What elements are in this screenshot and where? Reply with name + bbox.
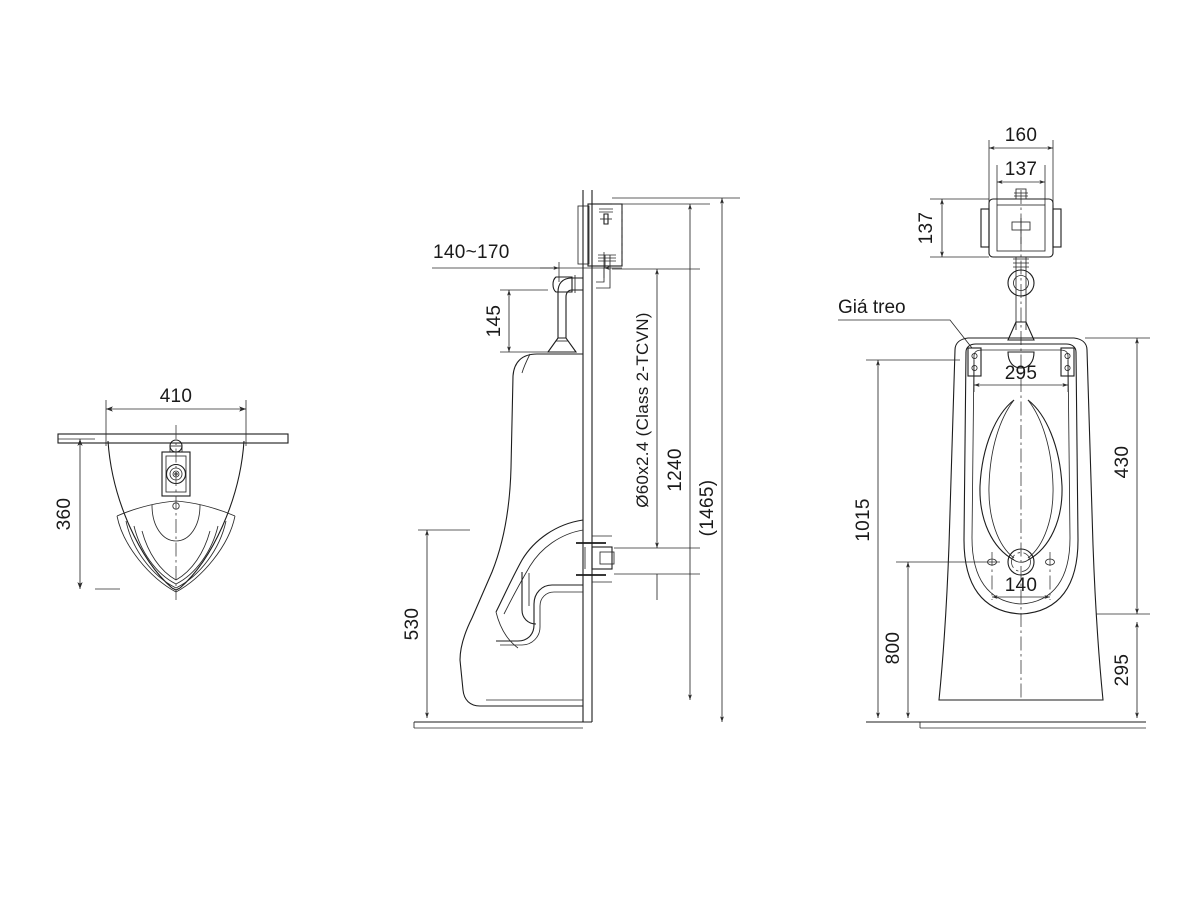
side-outlet-fitting — [576, 535, 615, 583]
dim-front-bowl-top-height: 1015 — [853, 359, 960, 719]
view-side: 140~170 145 Ø60x2.4 (Class 2-TCVN) 1240 — [402, 190, 740, 729]
dim-label-140-170: 140~170 — [433, 242, 510, 263]
dim-label-295-spacing: 295 — [1005, 363, 1038, 384]
front-flush-valve — [980, 188, 1062, 258]
dim-side-spout-height: 145 — [484, 289, 548, 353]
dim-label-145: 145 — [484, 305, 505, 338]
dim-label-530: 530 — [402, 608, 423, 641]
dim-front-bolt-spacing: 140 — [991, 575, 1051, 599]
dim-label-1240: 1240 — [665, 448, 686, 491]
dim-label-1465: (1465) — [697, 480, 718, 537]
front-hanger-callout: Giá treo — [838, 297, 973, 349]
view-front: Giá treo 160 137 137 295 — [838, 125, 1150, 729]
dim-label-137-h: 137 — [1005, 159, 1038, 180]
view-top: 410 360 — [54, 386, 289, 600]
dim-label-160: 160 — [1005, 125, 1038, 146]
dim-front-bottom-height: 295 — [1112, 621, 1139, 719]
dim-front-outlet-height: 800 — [883, 561, 1000, 719]
front-urinal-body — [938, 337, 1104, 701]
dim-label-360: 360 — [54, 498, 75, 531]
top-bowl-rim-contours — [116, 500, 236, 593]
dim-label-140: 140 — [1005, 575, 1038, 596]
dim-label-295-bottom: 295 — [1112, 654, 1133, 687]
front-outlet-holes — [987, 548, 1055, 600]
dim-side-spout-offset: 140~170 — [432, 242, 622, 282]
dim-front-valve-width: 160 — [988, 125, 1054, 205]
front-floor — [866, 721, 1146, 729]
dim-label-800: 430 — [1112, 446, 1133, 479]
dim-label-410: 410 — [160, 386, 193, 407]
front-supply-pipe — [1007, 257, 1035, 341]
dim-side-total-height: (1465) — [612, 197, 740, 723]
dim-front-hanger-spacing: 295 — [973, 360, 1069, 392]
dim-front-bowl-height: 430 — [1085, 337, 1150, 615]
dim-top-depth: 360 — [54, 438, 120, 590]
dim-front-valve-height: 137 — [916, 198, 989, 258]
dim-label-137-v: 137 — [916, 212, 937, 245]
dim-side-bowl-bottom: 530 — [402, 529, 470, 719]
dim-label-430: 800 — [883, 632, 904, 665]
dim-side-outlet-height: 1240 — [612, 203, 710, 701]
front-hanger-brackets — [967, 347, 1075, 377]
dim-front-valve-inner-width: 137 — [996, 159, 1046, 205]
dim-label-pipe-spec: Ø60x2.4 (Class 2-TCVN) — [633, 312, 652, 508]
side-urinal-body — [459, 353, 584, 707]
dim-side-pipe-spec: Ø60x2.4 (Class 2-TCVN) — [612, 268, 700, 600]
label-gia-treo: Giá treo — [838, 297, 906, 318]
top-wall-slab — [57, 433, 289, 444]
side-wall — [413, 190, 593, 729]
dim-top-width: 410 — [105, 386, 247, 446]
dim-label-1015: 1015 — [853, 498, 874, 541]
side-concealed-valve-box — [577, 203, 623, 268]
side-supply-pipe — [546, 268, 611, 353]
